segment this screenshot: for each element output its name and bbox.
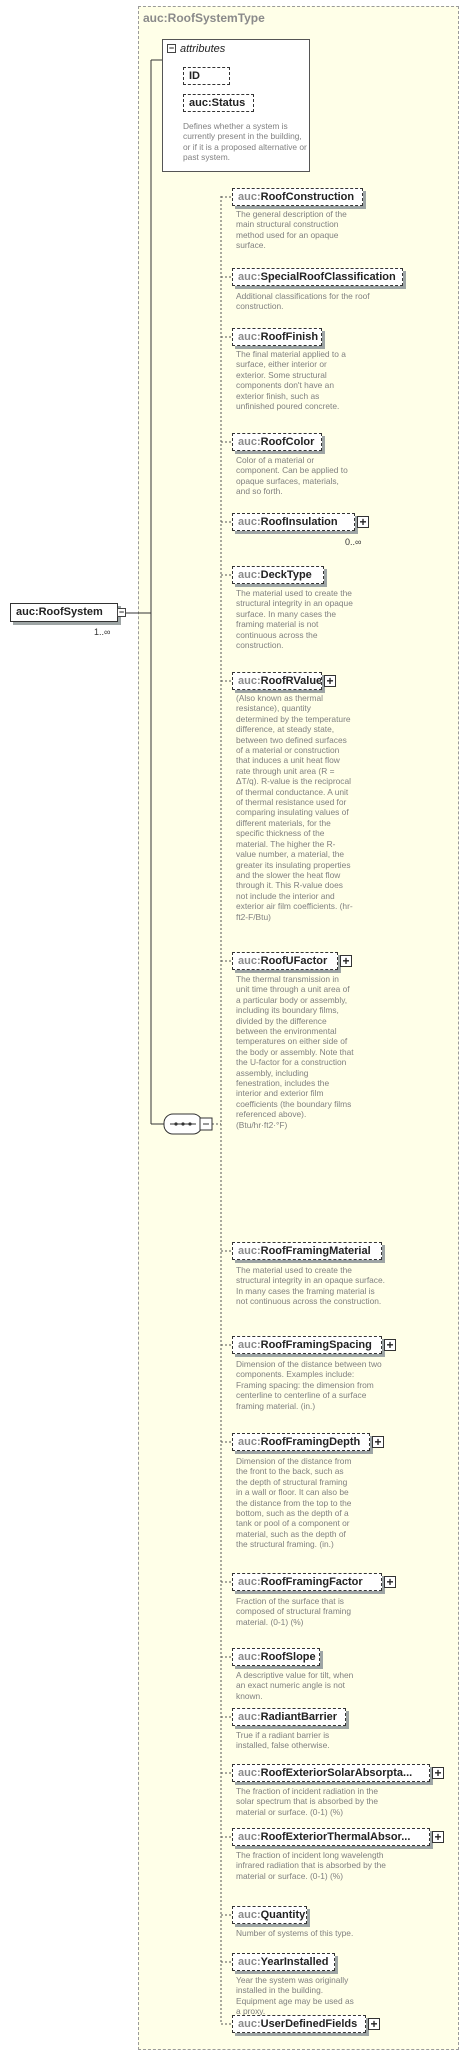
expand-icon[interactable]: + (432, 1831, 444, 1843)
element-name: RoofColor (260, 436, 315, 448)
attributes-collapse-icon[interactable]: − (167, 43, 176, 53)
element-description: A descriptive value for tilt, when an ex… (236, 1670, 354, 1701)
root-element-box[interactable]: auc:RoofSystem (10, 603, 118, 622)
element-box-roof-rvalue[interactable]: auc:RoofRValue (232, 672, 322, 690)
attribute-status-box[interactable]: auc:Status (183, 94, 254, 112)
element-name: RoofFramingFactor (260, 1576, 363, 1588)
element-name: RoofInsulation (260, 516, 338, 528)
element-prefix: auc: (238, 271, 261, 283)
element-prefix: auc: (238, 1576, 261, 1588)
element-prefix: auc: (238, 955, 261, 967)
element-name: RoofSlope (260, 1651, 316, 1663)
root-cardinality: 1..∞ (94, 627, 111, 637)
element-prefix: auc: (238, 1767, 261, 1779)
element-prefix: auc: (238, 569, 261, 581)
element-prefix: auc: (238, 331, 261, 343)
element-description: Dimension of the distance between two co… (236, 1359, 382, 1411)
element-name: YearInstalled (260, 1956, 329, 1968)
element-box-roof-slope[interactable]: auc:RoofSlope (232, 1648, 320, 1666)
element-name: DeckType (260, 569, 312, 581)
element-box-deck-type[interactable]: auc:DeckType (232, 566, 324, 584)
element-box-year-installed[interactable]: auc:YearInstalled (232, 1953, 335, 1971)
attribute-status-name: auc:Status (189, 97, 246, 109)
element-name: SpecialRoofClassification (260, 271, 396, 283)
type-title: auc:RoofSystemType (143, 11, 265, 25)
element-prefix: auc: (238, 1436, 261, 1448)
element-box-roof-framing-factor[interactable]: auc:RoofFramingFactor (232, 1573, 382, 1591)
element-box-roof-construction[interactable]: auc:RoofConstruction (232, 188, 363, 206)
element-prefix: auc: (238, 516, 261, 528)
expand-icon[interactable]: + (324, 675, 336, 687)
expand-icon[interactable]: + (384, 1576, 396, 1588)
element-description: True if a radiant barrier is installed, … (236, 1730, 330, 1751)
element-name: RoofFramingSpacing (260, 1339, 372, 1351)
element-prefix: auc: (238, 1956, 261, 1968)
element-box-user-defined-fields[interactable]: auc:UserDefinedFields (232, 2015, 366, 2033)
element-prefix: auc: (238, 1339, 261, 1351)
element-box-roof-framing-material[interactable]: auc:RoofFramingMaterial (232, 1242, 382, 1260)
element-prefix: auc: (238, 2018, 261, 2030)
element-name: RoofConstruction (260, 191, 355, 203)
element-name: RoofExteriorThermalAbsor... (260, 1831, 411, 1843)
element-description: The fraction of incident radiation in th… (236, 1786, 378, 1817)
element-prefix: auc: (238, 1831, 261, 1843)
element-name: RoofExteriorSolarAbsorpta... (260, 1767, 413, 1779)
attribute-id-box[interactable]: ID (183, 67, 230, 85)
element-description: Color of a material or component. Can be… (236, 455, 348, 497)
element-description: Fraction of the surface that is composed… (236, 1596, 351, 1627)
element-prefix: auc: (238, 1245, 261, 1257)
element-name: RadiantBarrier (260, 1711, 338, 1723)
element-box-special-roof-classification[interactable]: auc:SpecialRoofClassification (232, 268, 403, 286)
element-prefix: auc: (238, 191, 261, 203)
expand-icon[interactable]: + (432, 1767, 444, 1779)
expand-icon[interactable]: + (340, 955, 352, 967)
element-description: The general description of the main stru… (236, 209, 347, 251)
element-box-radiant-barrier[interactable]: auc:RadiantBarrier (232, 1708, 346, 1726)
element-box-roof-framing-spacing[interactable]: auc:RoofFramingSpacing (232, 1336, 382, 1354)
element-description: Dimension of the distance from the front… (236, 1456, 352, 1550)
element-description: The material used to create the structur… (236, 588, 353, 651)
element-description: Year the system was originally installed… (236, 1975, 354, 2017)
attributes-header: attributes (180, 43, 226, 55)
element-prefix: auc: (238, 1651, 261, 1663)
expand-icon[interactable]: + (357, 516, 369, 528)
element-box-roof-ufactor[interactable]: auc:RoofUFactor (232, 952, 338, 970)
element-box-roof-finish[interactable]: auc:RoofFinish (232, 328, 322, 346)
expand-icon[interactable]: + (384, 1339, 396, 1351)
element-name: RoofFramingDepth (260, 1436, 361, 1448)
element-description: The thermal transmission in unit time th… (236, 974, 354, 1130)
element-name: UserDefinedFields (260, 2018, 358, 2030)
element-description: (Also known as thermal resistance), quan… (236, 693, 353, 922)
element-prefix: auc: (238, 675, 261, 687)
element-description: Number of systems of this type. (236, 1928, 354, 1938)
element-box-quantity[interactable]: auc:Quantity (232, 1906, 307, 1924)
element-name: RoofRValue (260, 675, 322, 687)
element-description: The fraction of incident long wavelength… (236, 1850, 386, 1881)
element-prefix: auc: (238, 1711, 261, 1723)
attribute-id-name: ID (189, 70, 200, 82)
element-cardinality: 0..∞ (345, 537, 362, 547)
expand-icon[interactable]: + (372, 1436, 384, 1448)
element-box-roof-exterior-solar-absorpta[interactable]: auc:RoofExteriorSolarAbsorpta... (232, 1764, 430, 1782)
element-box-roof-framing-depth[interactable]: auc:RoofFramingDepth (232, 1433, 370, 1451)
element-name: Quantity (260, 1909, 306, 1921)
element-prefix: auc: (238, 1909, 261, 1921)
element-prefix: auc: (238, 436, 261, 448)
element-description: The material used to create the structur… (236, 1265, 385, 1307)
expand-icon[interactable]: + (368, 2018, 380, 2030)
element-description: Additional classifications for the roof … (236, 291, 370, 312)
root-element-name: auc:RoofSystem (16, 606, 103, 618)
element-box-roof-exterior-thermal-absor[interactable]: auc:RoofExteriorThermalAbsor... (232, 1828, 430, 1846)
element-name: RoofUFactor (260, 955, 328, 967)
element-description: The final material applied to a surface,… (236, 349, 346, 412)
element-name: RoofFinish (260, 331, 319, 343)
root-collapse-icon[interactable]: − (117, 607, 126, 617)
element-name: RoofFramingMaterial (260, 1245, 371, 1257)
element-box-roof-color[interactable]: auc:RoofColor (232, 433, 322, 451)
attribute-status-description: Defines whether a system is currently pr… (183, 121, 307, 163)
element-box-roof-insulation[interactable]: auc:RoofInsulation (232, 513, 355, 531)
